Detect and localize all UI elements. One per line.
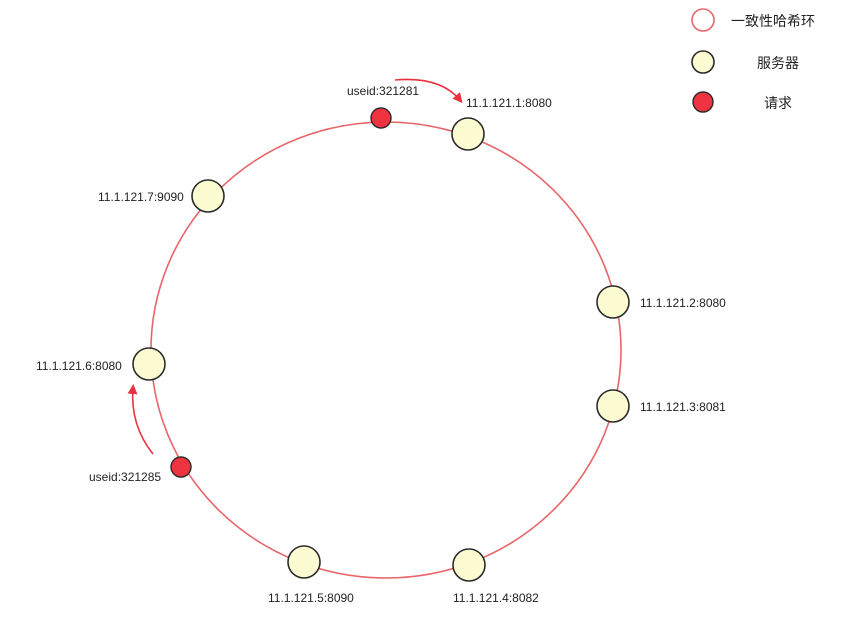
legend-request-swatch	[692, 91, 714, 113]
legend-ring-swatch	[691, 8, 715, 32]
server-label-4: 11.1.121.4:8082	[453, 591, 539, 605]
server-node-2	[596, 285, 630, 319]
server-label-7: 11.1.121.7:9090	[98, 190, 184, 204]
server-label-5: 11.1.121.5:8090	[268, 591, 354, 605]
legend-ring-label: 一致性哈希环	[731, 14, 815, 30]
request-label-2: useid:321285	[89, 470, 161, 484]
request-node-1	[370, 107, 392, 129]
server-label-2: 11.1.121.2:8080	[640, 296, 726, 310]
server-label-6: 11.1.121.6:8080	[36, 359, 122, 373]
server-node-5	[287, 545, 321, 579]
server-label-1: 11.1.121.1:8080	[466, 96, 552, 110]
legend: 一致性哈希环 服务器 请求	[691, 8, 815, 113]
server-node-1	[451, 117, 485, 151]
server-node-3	[596, 389, 630, 423]
server-node-6	[132, 347, 166, 381]
legend-server-label: 服务器	[757, 56, 799, 72]
legend-server-swatch	[691, 50, 715, 74]
request-1-arrow	[394, 78, 463, 104]
server-label-3: 11.1.121.3:8081	[640, 400, 726, 414]
request-node-2	[170, 456, 192, 478]
server-node-4	[452, 548, 486, 582]
server-node-7	[191, 179, 225, 213]
request-2-arrow	[127, 384, 154, 455]
legend-request-label: 请求	[764, 96, 792, 112]
request-label-1: useid:321281	[347, 84, 419, 98]
